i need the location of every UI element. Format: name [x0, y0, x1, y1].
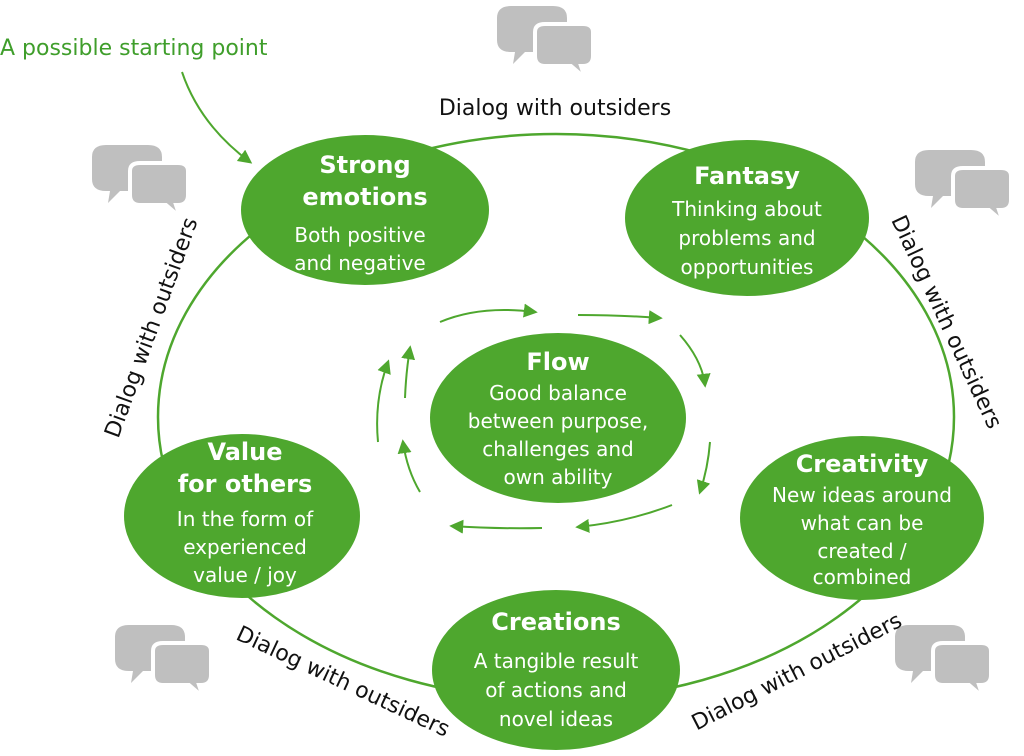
svg-text:what can be: what can be	[801, 511, 924, 535]
svg-text:opportunities: opportunities	[681, 255, 814, 279]
dialog-label-right: Dialog with outsiders	[885, 212, 1006, 433]
svg-text:emotions: emotions	[302, 183, 427, 211]
svg-text:Fantasy: Fantasy	[694, 162, 800, 190]
dialog-label-bottom-right: Dialog with outsiders	[688, 608, 906, 736]
starting-point-arrow	[181, 71, 253, 164]
speech-bubbles-icon	[113, 623, 213, 699]
node-creativity: Creativity New ideas around what can be …	[740, 436, 984, 600]
svg-text:created /: created /	[817, 539, 907, 563]
svg-text:Creations: Creations	[491, 608, 620, 636]
node-value-for-others: Value for others In the form of experien…	[124, 434, 360, 598]
speech-bubbles-icon	[90, 143, 190, 219]
speech-bubbles-icon	[893, 623, 993, 699]
svg-text:value / joy: value / joy	[193, 563, 297, 587]
svg-text:problems and: problems and	[678, 226, 815, 250]
svg-text:of actions and: of actions and	[485, 678, 627, 702]
svg-text:between purpose,: between purpose,	[468, 409, 648, 433]
svg-text:combined: combined	[813, 565, 912, 589]
svg-text:Both positive: Both positive	[294, 223, 425, 247]
inner-flow-arrows	[376, 303, 711, 534]
svg-text:Good balance: Good balance	[489, 381, 627, 405]
svg-text:novel ideas: novel ideas	[499, 707, 613, 731]
svg-text:Thinking about: Thinking about	[671, 197, 822, 221]
svg-text:experienced: experienced	[183, 535, 307, 559]
svg-text:Creativity: Creativity	[796, 450, 929, 478]
starting-point-label: A possible starting point	[0, 36, 268, 61]
speech-bubbles-icon	[495, 4, 595, 80]
svg-text:Value: Value	[207, 438, 282, 466]
node-creations: Creations A tangible result of actions a…	[432, 590, 680, 750]
svg-text:Strong: Strong	[319, 151, 410, 179]
svg-text:Flow: Flow	[526, 348, 589, 376]
svg-text:New ideas around: New ideas around	[772, 483, 952, 507]
svg-text:for others: for others	[178, 470, 313, 498]
node-fantasy: Fantasy Thinking about problems and oppo…	[625, 140, 869, 296]
node-strong-emotions: Strong emotions Both positive and negati…	[241, 135, 489, 285]
svg-text:own ability: own ability	[504, 465, 613, 489]
svg-text:challenges and: challenges and	[482, 437, 633, 461]
speech-bubbles-icon	[913, 148, 1013, 224]
dialog-label-top: Dialog with outsiders	[439, 96, 671, 121]
svg-text:and negative: and negative	[294, 251, 425, 275]
svg-text:In the form of: In the form of	[177, 507, 314, 531]
node-flow: Flow Good balance between purpose, chall…	[430, 333, 686, 503]
svg-text:A tangible result: A tangible result	[474, 649, 639, 673]
dialog-label-left: Dialog with outsiders	[100, 214, 203, 441]
